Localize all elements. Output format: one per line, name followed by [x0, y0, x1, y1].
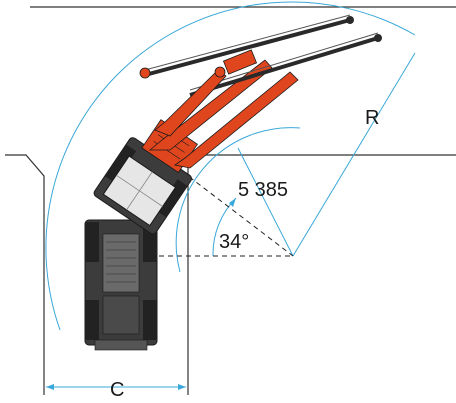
- angle-label: 34°: [219, 231, 249, 253]
- rear-bumper: [94, 339, 148, 351]
- dimension-lines: [45, 1, 416, 390]
- boom-left: [139, 14, 354, 151]
- boom-left-tip: [346, 16, 354, 24]
- rear-panel: [102, 295, 140, 335]
- radius-label: R: [365, 107, 379, 129]
- radius-line-R: [292, 52, 416, 257]
- boom-center: [154, 66, 227, 137]
- width-arrow-right: [178, 384, 186, 390]
- boom-right-feed: [189, 36, 379, 97]
- width-arrow-left: [46, 384, 54, 390]
- radius-line-5385: [237, 147, 294, 257]
- rear-right-wheel-2: [143, 300, 157, 340]
- reference-lines: [150, 165, 294, 257]
- angle-arrow-head: [229, 198, 236, 207]
- outer-turning-arc: [45, 1, 416, 331]
- rear-left-wheel-2: [85, 300, 99, 340]
- boom-left-rear-tip: [139, 67, 151, 79]
- engine-cover: [102, 233, 140, 293]
- boom-left-hydraulics: [222, 49, 258, 75]
- distance-label: 5 385: [238, 179, 288, 201]
- boom-left-arm: [148, 59, 273, 151]
- boom-right-arm: [174, 71, 299, 169]
- width-label: C: [110, 379, 124, 401]
- cab-divider-h: [116, 174, 163, 207]
- inner-turning-arc: [175, 127, 301, 273]
- engine-grille: [106, 241, 136, 283]
- boom-left-feed: [144, 18, 351, 77]
- front-right-wheel: [156, 179, 188, 218]
- front-left-wheel: [104, 144, 137, 183]
- boom-left-feed-rail: [144, 14, 351, 71]
- rear-left-wheel: [85, 222, 99, 262]
- boom-right-tip: [374, 34, 382, 42]
- boom-center-joint: [214, 66, 226, 78]
- angled-reference-line: [174, 165, 294, 257]
- left-wall-line: [5, 154, 45, 395]
- rear-chassis: [84, 219, 158, 351]
- right-wall-line: [187, 154, 456, 395]
